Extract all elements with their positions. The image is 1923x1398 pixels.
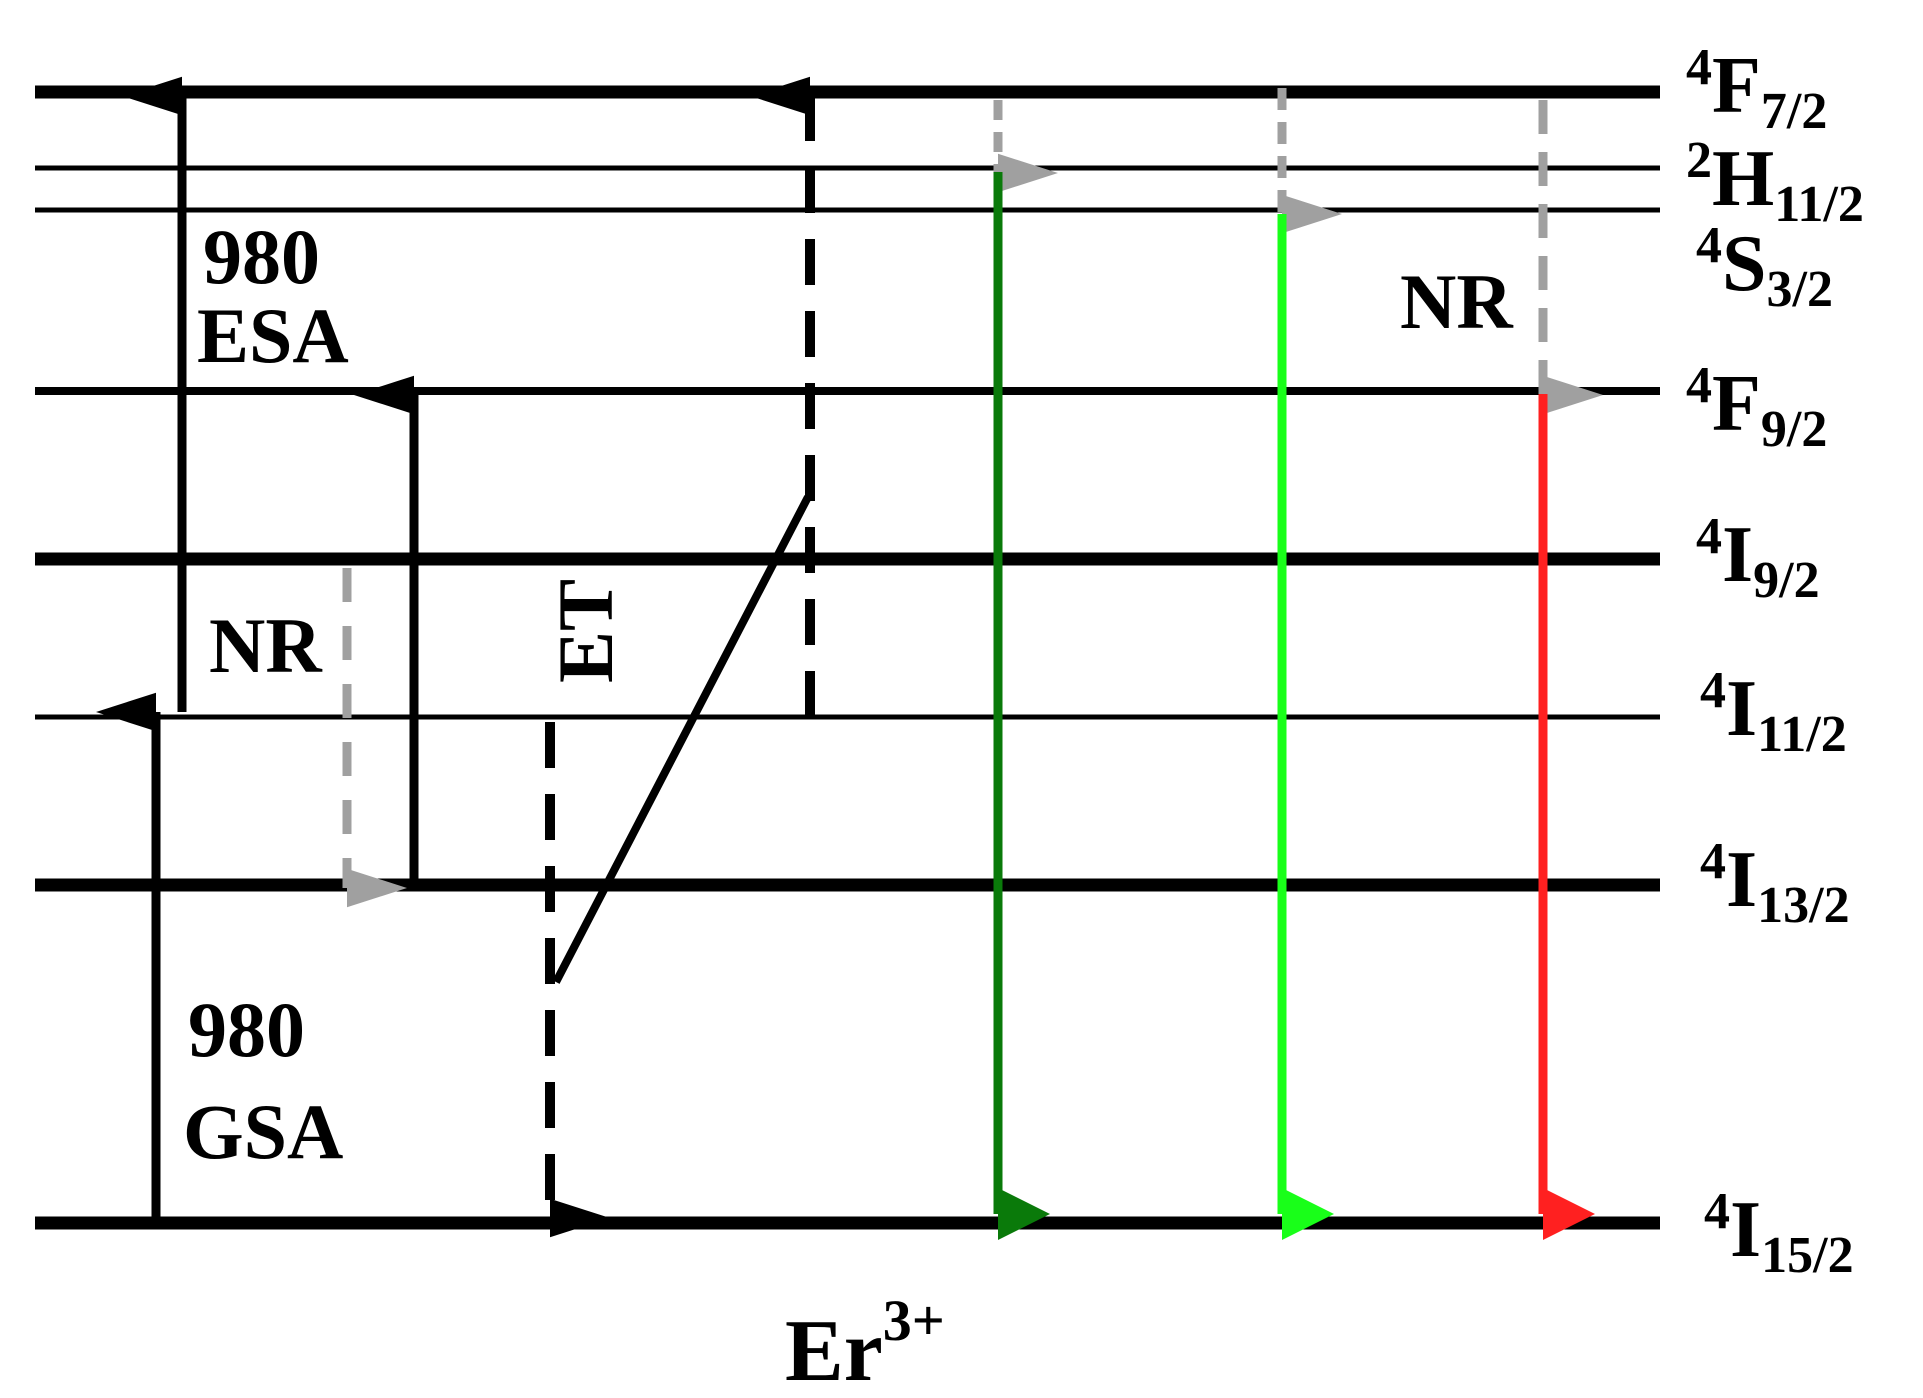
level-labels: 4F7/2 2H11/2 4S3/2 4F9/2 4I9/2 4I11/2 4I… [1686, 39, 1864, 1284]
ion-label: Er3+ [785, 1288, 945, 1398]
level-label-4S3/2: 4S3/2 [1696, 217, 1833, 318]
level-label-4I11/2: 4I11/2 [1700, 662, 1847, 763]
level-label-4I13/2: 4I13/2 [1700, 833, 1850, 934]
gsa-label: GSA [183, 1088, 343, 1175]
gsa-wavelength-label: 980 [188, 986, 305, 1073]
level-label-4I9/2: 4I9/2 [1696, 508, 1820, 609]
et-connector [552, 495, 812, 984]
esa-wavelength-label: 980 [203, 213, 320, 300]
esa-label: ESA [197, 292, 349, 379]
level-label-4F9/2: 4F9/2 [1686, 357, 1827, 458]
et-label: ET [542, 579, 629, 683]
nr-label-left: NR [209, 602, 323, 689]
level-label-2H11/2: 2H11/2 [1686, 132, 1864, 233]
nr-label-right: NR [1400, 258, 1514, 345]
level-label-4I15/2: 4I15/2 [1704, 1183, 1854, 1284]
level-label-4F7/2: 4F7/2 [1686, 39, 1827, 140]
